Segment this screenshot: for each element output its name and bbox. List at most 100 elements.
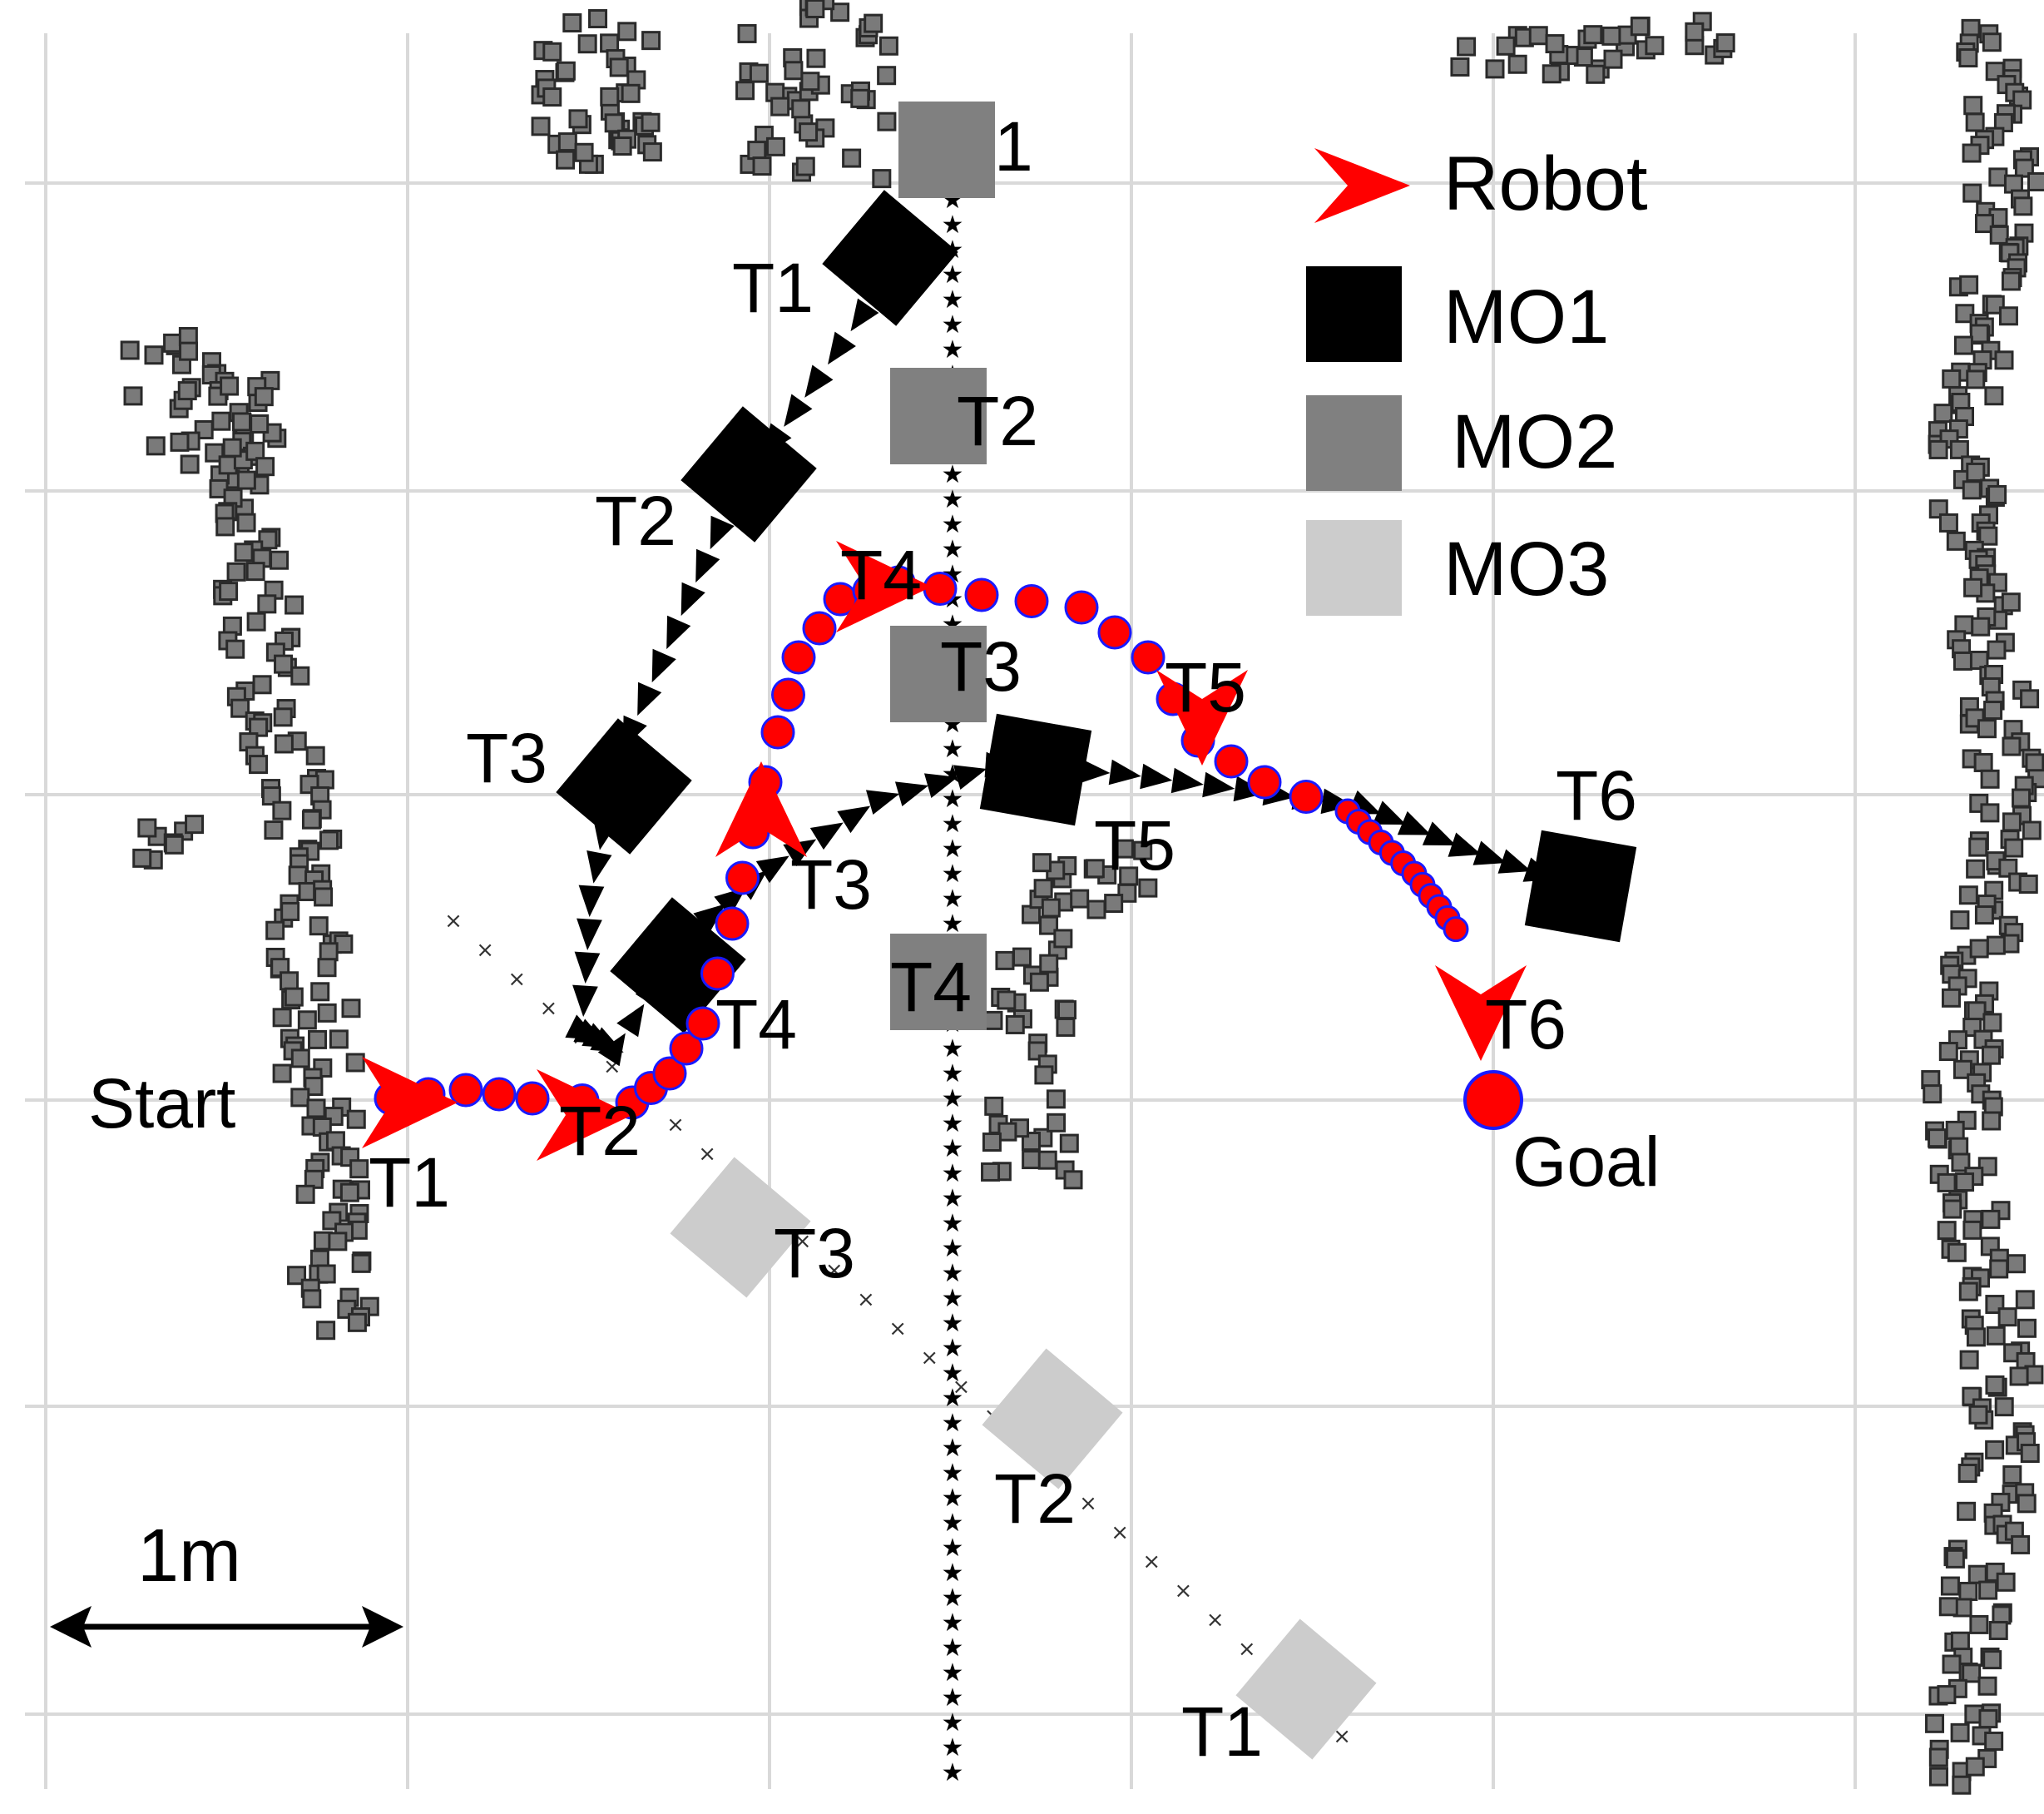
obstacle-point: [1978, 526, 1998, 546]
legend-mo2-icon: [1306, 395, 1402, 491]
mo2-step-marker: ★: [942, 1758, 964, 1787]
obstacle-point: [328, 1232, 348, 1251]
obstacle-point: [230, 698, 250, 718]
obstacle-point: [1984, 386, 2004, 406]
legend-mo1-icon: [1306, 266, 1402, 362]
obstacle-point: [1982, 1111, 2002, 1131]
mo3-step-marker: ×: [1238, 1637, 1256, 1662]
obstacle-point: [1966, 369, 1986, 389]
mo3-step-marker: ×: [920, 1346, 938, 1370]
obstacle-point: [1685, 22, 1705, 42]
mo1-step-marker: [865, 790, 900, 815]
obstacle-point: [2020, 1443, 2040, 1463]
obstacle-point: [1998, 858, 2018, 878]
legend-label-mo2: MO2: [1452, 399, 1617, 484]
mo2-step-marker: ★: [942, 1683, 964, 1712]
mo2-step-marker: ★: [942, 211, 964, 240]
obstacle-point: [316, 1321, 336, 1341]
robot-label-t6: T6: [1485, 985, 1566, 1063]
obstacle-point: [305, 746, 325, 766]
obstacle-point: [316, 1264, 336, 1284]
obstacle-point: [1457, 37, 1477, 57]
mo2-step-marker: ★: [942, 835, 964, 864]
obstacle-point: [1958, 885, 1978, 905]
obstacle-point: [329, 1029, 349, 1049]
obstacle-point: [132, 848, 152, 868]
obstacle-point: [556, 61, 576, 81]
mo1-step-marker: [1170, 767, 1204, 794]
mo2-square: [898, 102, 995, 198]
obstacle-point: [1942, 369, 1962, 389]
obstacle-point: [1962, 183, 1982, 203]
obstacle-point: [280, 901, 300, 921]
mo2-square: [890, 934, 987, 1030]
obstacle-point: [1950, 1722, 1970, 1742]
obstacle-point: [349, 1159, 369, 1179]
obstacle-point: [1983, 701, 2003, 721]
mo2-label-1: 1: [994, 107, 1033, 186]
obstacle-point: [791, 99, 811, 119]
obstacle-point: [997, 990, 1017, 1010]
obstacle-point: [1938, 1597, 1958, 1617]
obstacle-point: [2004, 838, 2024, 858]
mo1-square: [822, 190, 958, 326]
obstacle-point: [308, 1029, 328, 1049]
obstacle-point: [1963, 577, 1983, 597]
obstacle-point: [306, 1098, 326, 1118]
mo2-step-marker: ★: [942, 735, 964, 764]
obstacle-point: [280, 971, 299, 991]
legend-robot-icon: [1314, 148, 1410, 223]
obstacle-point: [1037, 1150, 1057, 1170]
obstacle-point: [2022, 820, 2042, 840]
obstacle-point: [1980, 769, 2000, 789]
obstacle-point: [1958, 48, 1978, 68]
mo1-step-marker: [1108, 759, 1141, 786]
obstacle-point: [285, 595, 304, 615]
robot-path-point: [1064, 590, 1099, 625]
mo2-step-marker: ★: [942, 1334, 964, 1363]
obstacle-point: [1946, 531, 1966, 551]
obstacle-point: [254, 387, 274, 407]
legend-label-mo3: MO3: [1443, 527, 1609, 612]
obstacle-point: [249, 755, 269, 775]
obstacle-point: [284, 987, 304, 1007]
mo2-step-marker: ★: [942, 1559, 964, 1588]
mo2-step-marker: ★: [942, 1534, 964, 1563]
mo1-step-marker: [784, 394, 813, 427]
mo2-step-marker: ★: [942, 1484, 964, 1513]
obstacle-point: [1928, 1747, 1948, 1767]
obstacle-point: [784, 61, 804, 81]
obstacle-point: [225, 639, 245, 659]
mo3-step-marker: ×: [1333, 1724, 1351, 1749]
robot-path-point: [1214, 744, 1249, 779]
mo3-step-marker: ×: [1111, 1520, 1129, 1545]
robot-path-point: [1131, 640, 1166, 675]
goal-marker: [1463, 1070, 1523, 1130]
obstacle-point: [310, 982, 330, 1002]
obstacle-point: [272, 800, 292, 820]
obstacle-point: [1952, 651, 1972, 671]
mo3-label-t1: T1: [1181, 1693, 1263, 1771]
obstacle-point: [2001, 271, 2021, 291]
obstacle-point: [314, 887, 334, 907]
mo3-label-t2: T2: [994, 1460, 1076, 1538]
mo2-step-marker: ★: [942, 1059, 964, 1088]
obstacle-point: [211, 411, 231, 431]
obstacle-point: [830, 2, 850, 22]
obstacle-point: [2002, 1465, 2022, 1484]
obstacle-point: [1962, 1663, 1982, 1683]
obstacle-point: [1988, 1620, 2008, 1640]
obstacle-point: [1938, 1042, 1958, 1062]
obstacle-point: [2002, 736, 2022, 756]
robot-path-point: [1014, 584, 1049, 618]
obstacle-point: [765, 136, 785, 156]
obstacle-point: [588, 8, 608, 28]
obstacle-point: [617, 22, 637, 42]
mo3-step-marker: ×: [857, 1287, 875, 1312]
obstacle-point: [245, 441, 265, 461]
obstacle-point: [805, 0, 825, 18]
legend-mo3-icon: [1306, 520, 1402, 616]
obstacle-point: [1029, 972, 1049, 992]
robot-triangle: [1435, 965, 1527, 1061]
obstacle-point: [2018, 874, 2038, 894]
